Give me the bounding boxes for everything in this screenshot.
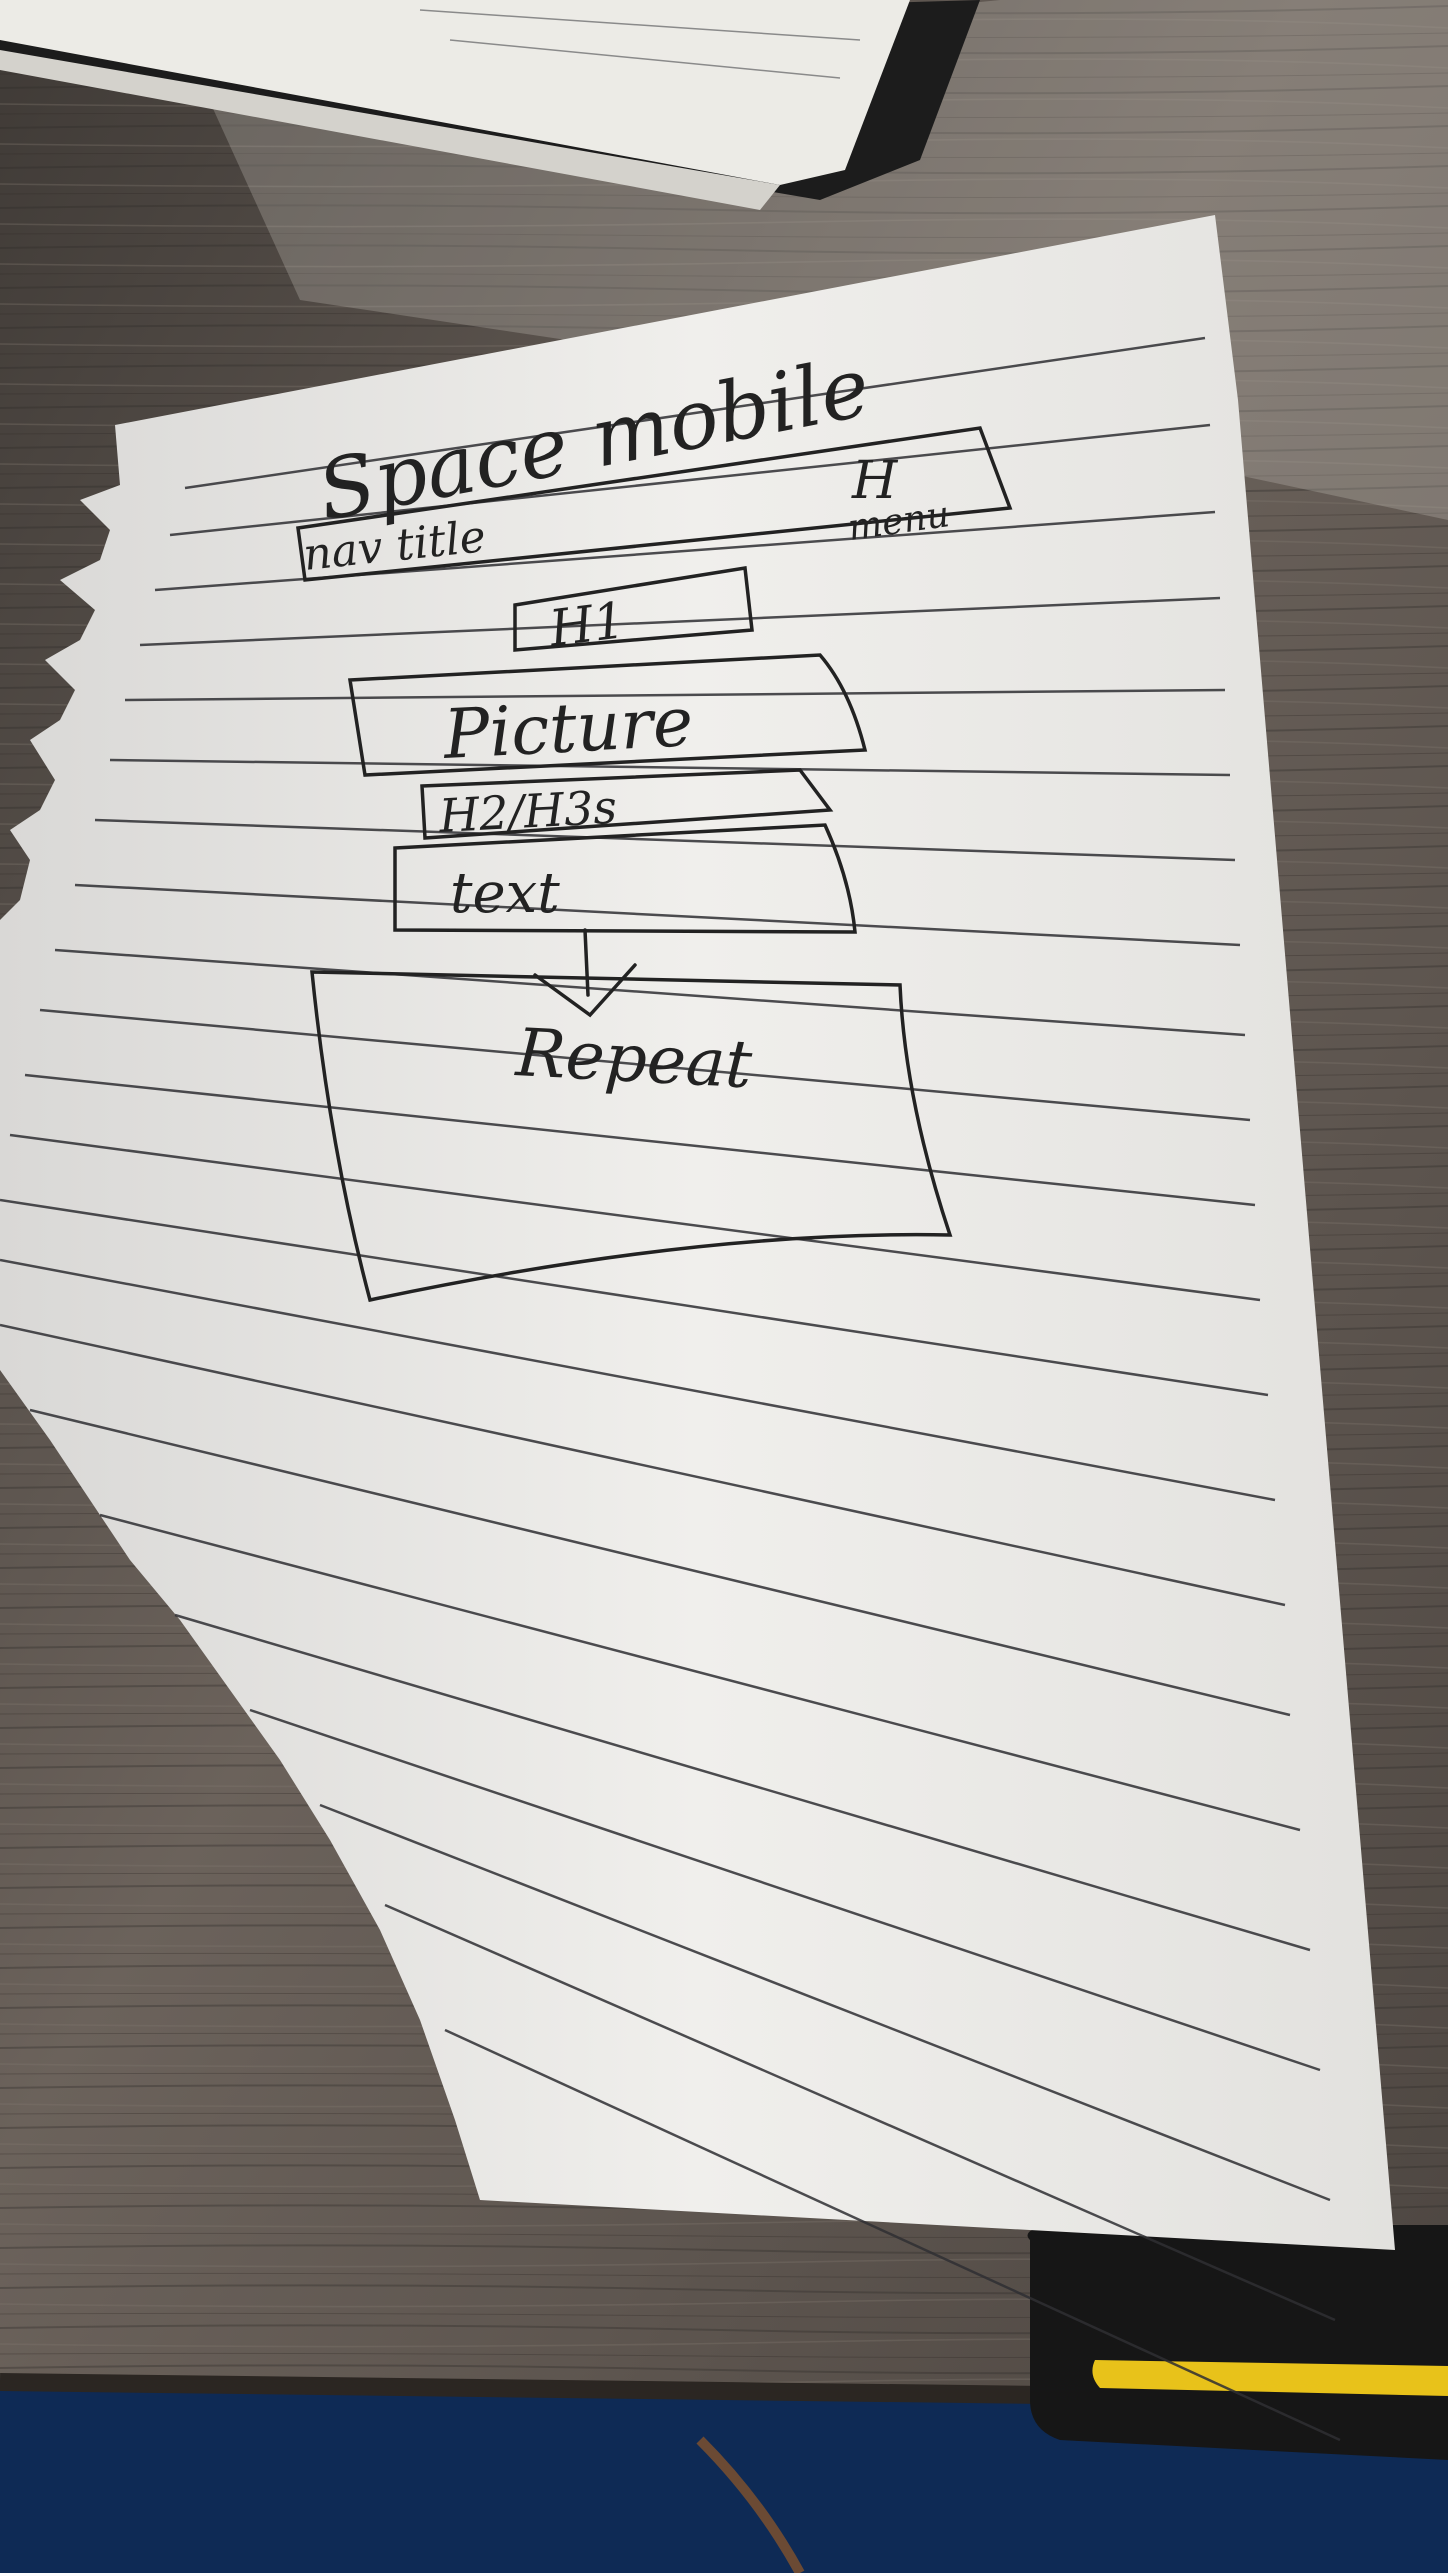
paper-sheet — [0, 215, 1395, 2250]
chair-strap — [696, 2436, 805, 2573]
ruled-lines — [0, 336, 1341, 2442]
h1-label: H1 — [545, 591, 628, 658]
h2-h3-label: H2/H3s — [437, 780, 618, 843]
notebook-rule — [419, 9, 861, 41]
picture-box — [347, 653, 868, 777]
menu-icon-mark: H — [851, 451, 899, 511]
desk-mat — [1027, 2225, 1448, 2460]
text-box — [393, 823, 857, 934]
notebook-pages — [0, 0, 910, 185]
picture-label: Picture — [440, 683, 695, 775]
flow-arrow — [533, 928, 637, 1018]
text-label: text — [450, 861, 560, 926]
h2-h3-box — [420, 768, 834, 840]
desk-mat-stripe — [1092, 2360, 1448, 2396]
notebook-page-edges — [0, 50, 780, 210]
navbar-box — [296, 426, 1013, 582]
notebook-rule — [449, 39, 841, 79]
h1-box — [513, 565, 754, 652]
repeat-box — [310, 970, 953, 1303]
repeat-label: Repeat — [513, 1014, 754, 1103]
